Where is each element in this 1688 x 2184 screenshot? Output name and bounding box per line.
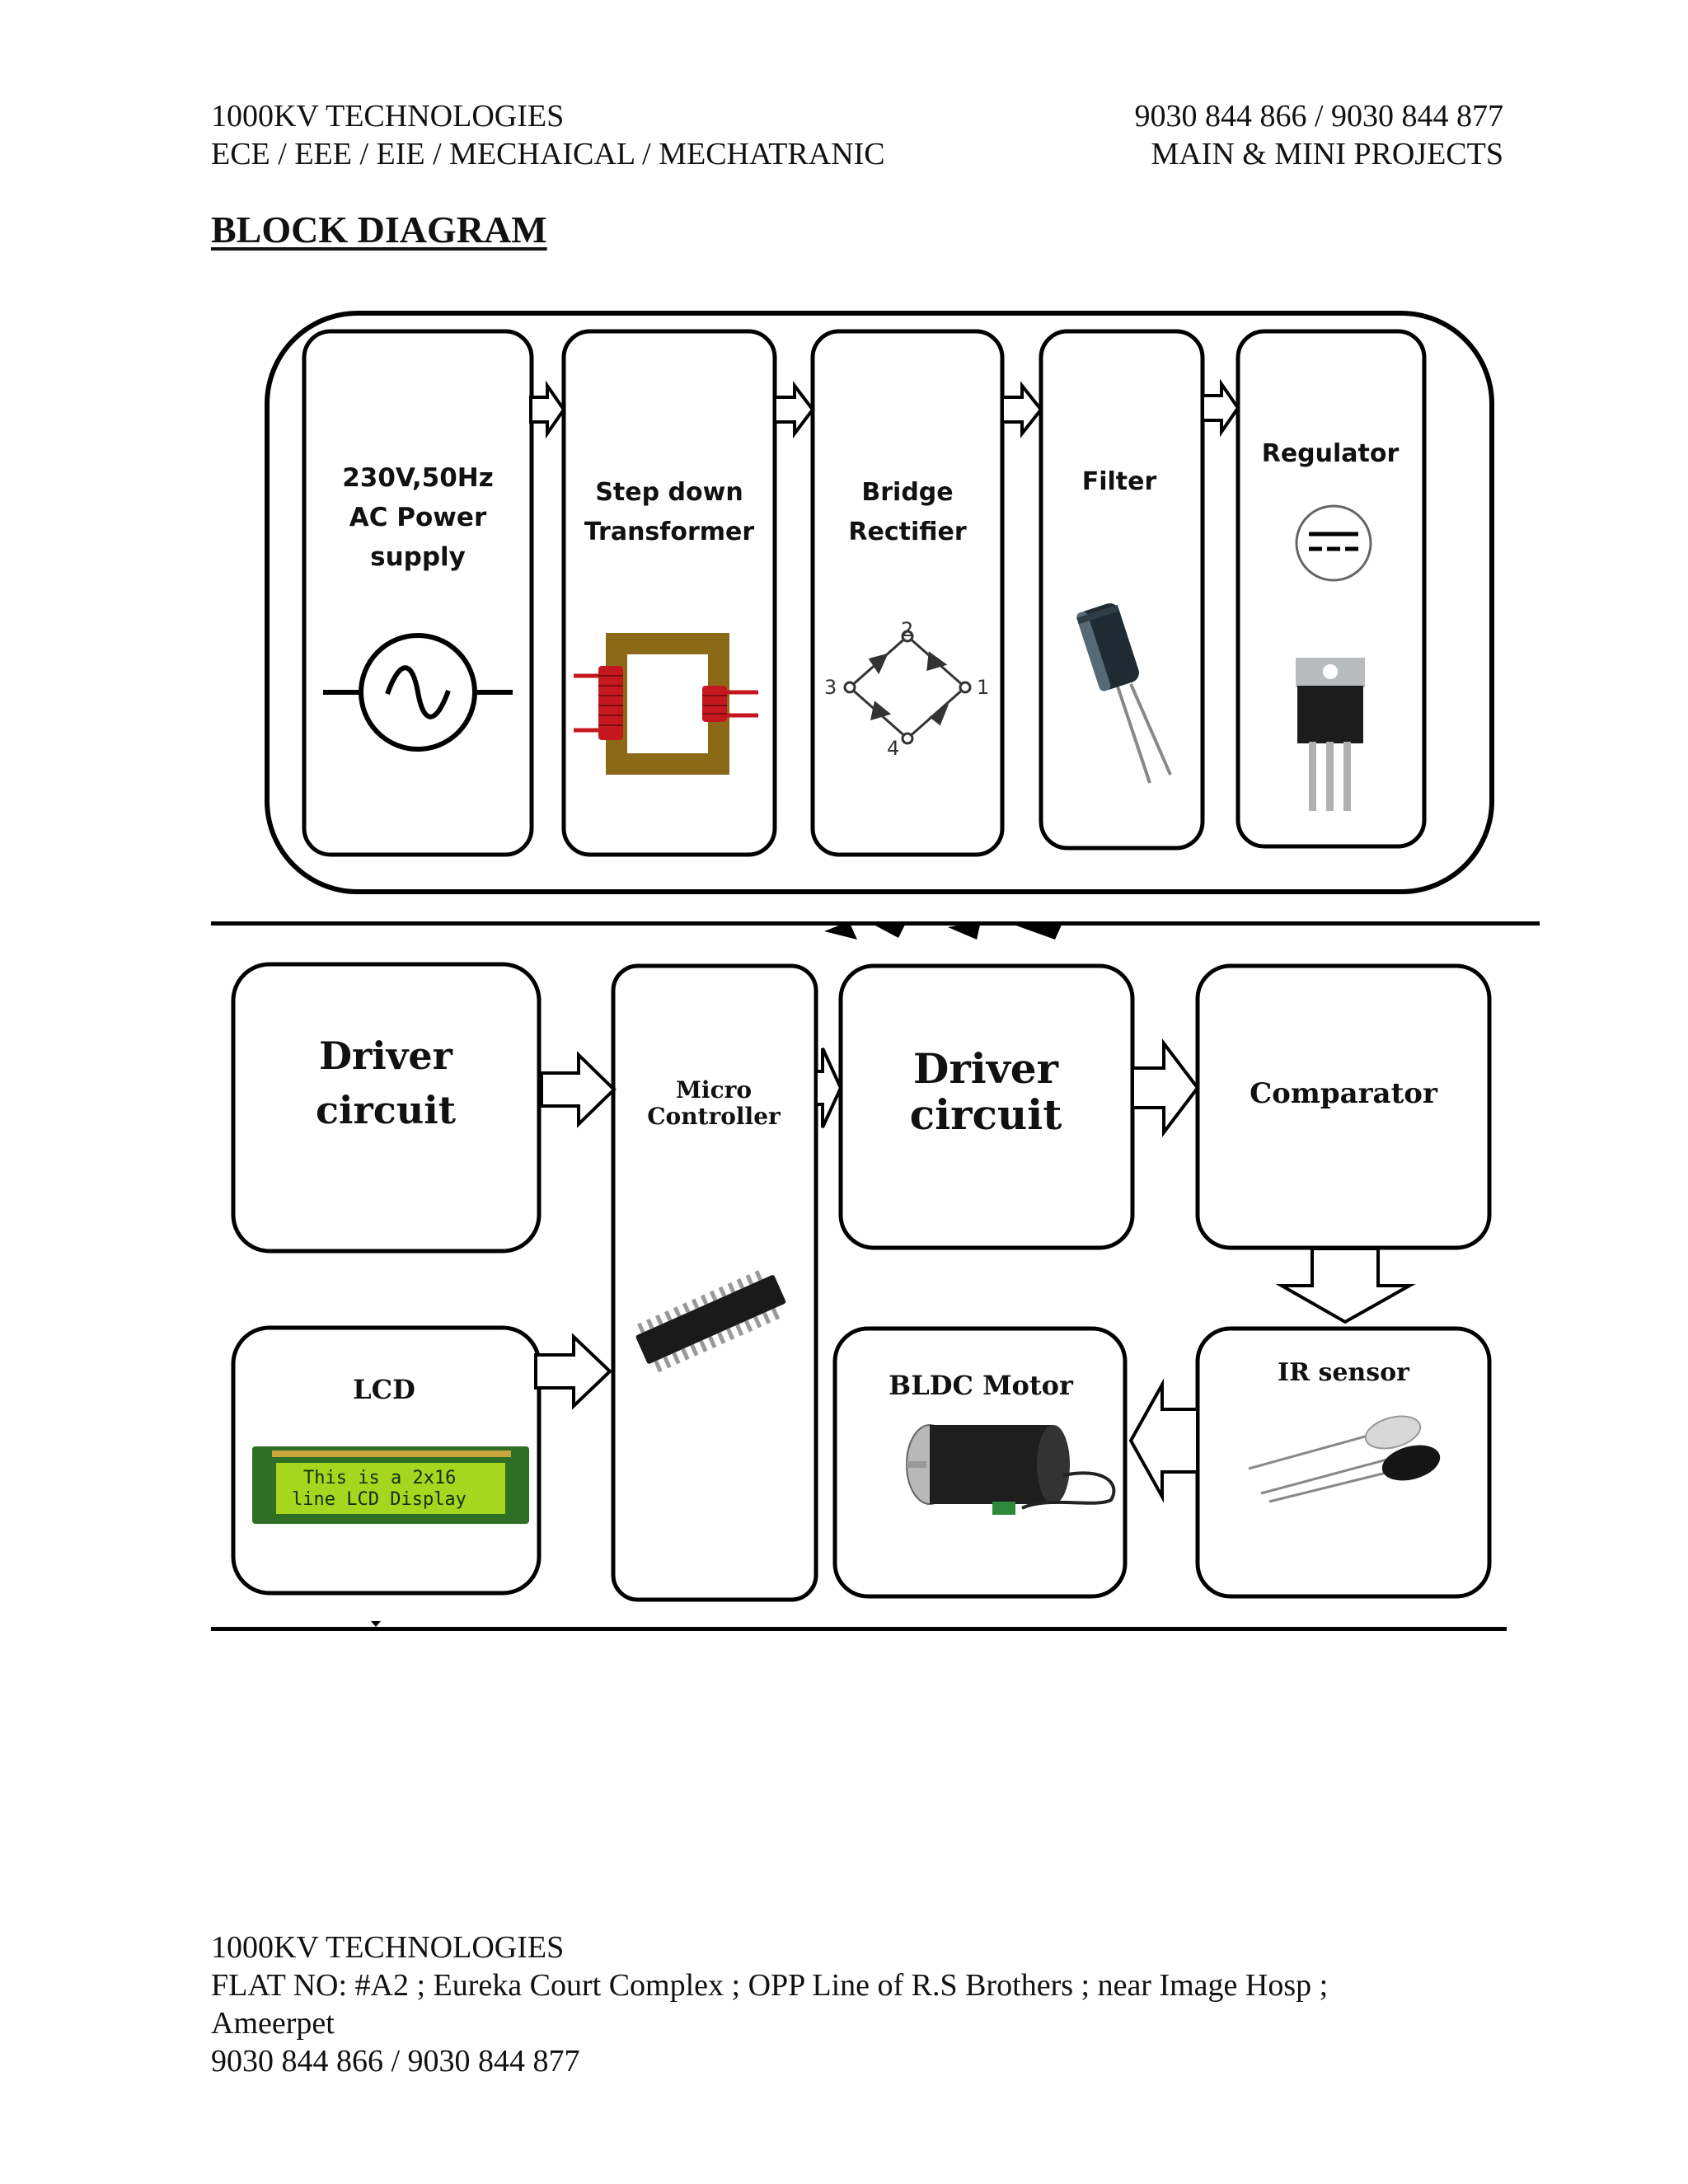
company-name: 1000KV TECHNOLOGIES xyxy=(211,99,565,134)
footer-address-1: FLAT NO: #A2 ; Eureka Court Complex ; OP… xyxy=(211,1968,1329,2003)
transformer-block: Step down Transformer xyxy=(561,329,777,857)
driver-circuit-right-block: Driver circuit xyxy=(838,963,1135,1250)
ac-supply-line-1: 230V,50Hz xyxy=(342,463,494,493)
ir-sensor-icon xyxy=(1248,1415,1441,1503)
microcontroller-chip-icon xyxy=(635,1270,786,1373)
arrow-transformer-to-rectifier xyxy=(773,381,815,438)
arrow-ac-to-transformer xyxy=(529,380,566,439)
lcd-screen-line-1: This is a 2x16 xyxy=(303,1468,456,1488)
divider-mark xyxy=(371,1621,381,1627)
transformer-line-2: Transformer xyxy=(584,518,754,546)
footer-company: 1000KV TECHNOLOGIES xyxy=(211,1930,565,1965)
microcontroller-line-2: Controller xyxy=(647,1103,781,1130)
driver-right-line-2: circuit xyxy=(910,1090,1062,1139)
projects-label: MAIN & MINI PROJECTS xyxy=(1151,137,1503,171)
motor-icon xyxy=(906,1424,1116,1515)
arrow-filter-to-regulator xyxy=(1201,378,1240,438)
phone-numbers: 9030 844 866 / 9030 844 877 xyxy=(1134,99,1503,134)
ac-supply-line-3: supply xyxy=(370,542,466,572)
footer: 1000KV TECHNOLOGIES FLAT NO: #A2 ; Eurek… xyxy=(211,1929,1328,2080)
driver-left-line-1: Driver xyxy=(319,1033,453,1078)
arrow-driver-to-comparator xyxy=(1131,1038,1200,1137)
bldc-motor-label: BLDC Motor xyxy=(889,1370,1074,1401)
lcd-display-icon: This is a 2x16 line LCD Display xyxy=(252,1446,529,1524)
arrow-driver-to-microcontroller xyxy=(540,1051,617,1128)
header-left: 1000KV TECHNOLOGIES ECE / EEE / EIE / ME… xyxy=(211,97,885,173)
rectifier-node-4: 4 xyxy=(887,737,899,760)
rectifier-line-2: Rectifier xyxy=(848,518,966,546)
lcd-label: LCD xyxy=(353,1374,415,1405)
filter-label: Filter xyxy=(1082,467,1157,496)
transformer-line-1: Step down xyxy=(595,478,743,507)
driver-right-line-1: Driver xyxy=(913,1044,1059,1093)
comparator-block: Comparator xyxy=(1195,963,1492,1250)
regulator-block: Regulator xyxy=(1236,329,1427,849)
lcd-screen-line-2: line LCD Display xyxy=(292,1489,467,1510)
ir-sensor-label: IR sensor xyxy=(1278,1358,1410,1387)
arrow-microcontroller-to-driver xyxy=(814,1047,843,1128)
power-arrows xyxy=(529,378,1240,439)
branches: ECE / EEE / EIE / MECHAICAL / MECHATRANI… xyxy=(211,137,885,171)
driver-left-line-2: circuit xyxy=(316,1088,457,1132)
power-supply-frame xyxy=(265,311,1494,894)
microcontroller-block: Micro Controller xyxy=(611,963,818,1602)
arrow-rectifier-to-filter xyxy=(1001,381,1043,438)
filter-block: Filter xyxy=(1039,329,1205,851)
regulator-label: Regulator xyxy=(1262,439,1400,468)
ac-supply-line-2: AC Power xyxy=(349,503,487,532)
ac-source-icon xyxy=(323,633,513,752)
header-right: 9030 844 866 / 9030 844 877 MAIN & MINI … xyxy=(1134,97,1503,173)
transformer-icon xyxy=(574,633,758,775)
capacitor-icon xyxy=(1076,603,1172,784)
microcontroller-line-1: Micro xyxy=(676,1076,752,1104)
rectifier-node-2: 2 xyxy=(901,618,913,641)
section-divider xyxy=(211,921,1540,926)
lcd-block: LCD This is a 2x16 line LCD Display xyxy=(231,1325,542,1596)
ac-supply-block: 230V,50Hz AC Power supply xyxy=(302,329,534,857)
rectifier-node-1: 1 xyxy=(977,676,989,699)
regulator-ic-icon xyxy=(1296,658,1365,811)
arrow-lcd-to-microcontroller xyxy=(534,1333,612,1410)
arrow-comparator-to-ir-sensor xyxy=(1275,1247,1416,1324)
page-title: BLOCK DIAGRAM xyxy=(211,209,547,251)
rectifier-line-1: Bridge xyxy=(861,478,953,507)
driver-circuit-left-block: Driver circuit xyxy=(231,962,542,1254)
arrow-ir-sensor-to-motor xyxy=(1128,1378,1199,1503)
rectifier-block: Bridge Rectifier 2 1 3 4 xyxy=(810,329,1005,857)
footer-phones: 9030 844 866 / 9030 844 877 xyxy=(211,2044,580,2079)
dc-symbol-icon xyxy=(1295,504,1372,582)
bottom-divider xyxy=(211,1627,1507,1631)
control-arrows xyxy=(534,1038,1416,1503)
footer-address-2: Ameerpet xyxy=(211,2006,335,2041)
watermark-fragment xyxy=(824,921,1063,940)
bridge-rectifier-icon xyxy=(843,630,972,745)
ir-sensor-block: IR sensor xyxy=(1195,1326,1492,1599)
comparator-label: Comparator xyxy=(1250,1077,1438,1110)
rectifier-node-3: 3 xyxy=(824,676,837,699)
bldc-motor-block: BLDC Motor xyxy=(832,1326,1128,1599)
